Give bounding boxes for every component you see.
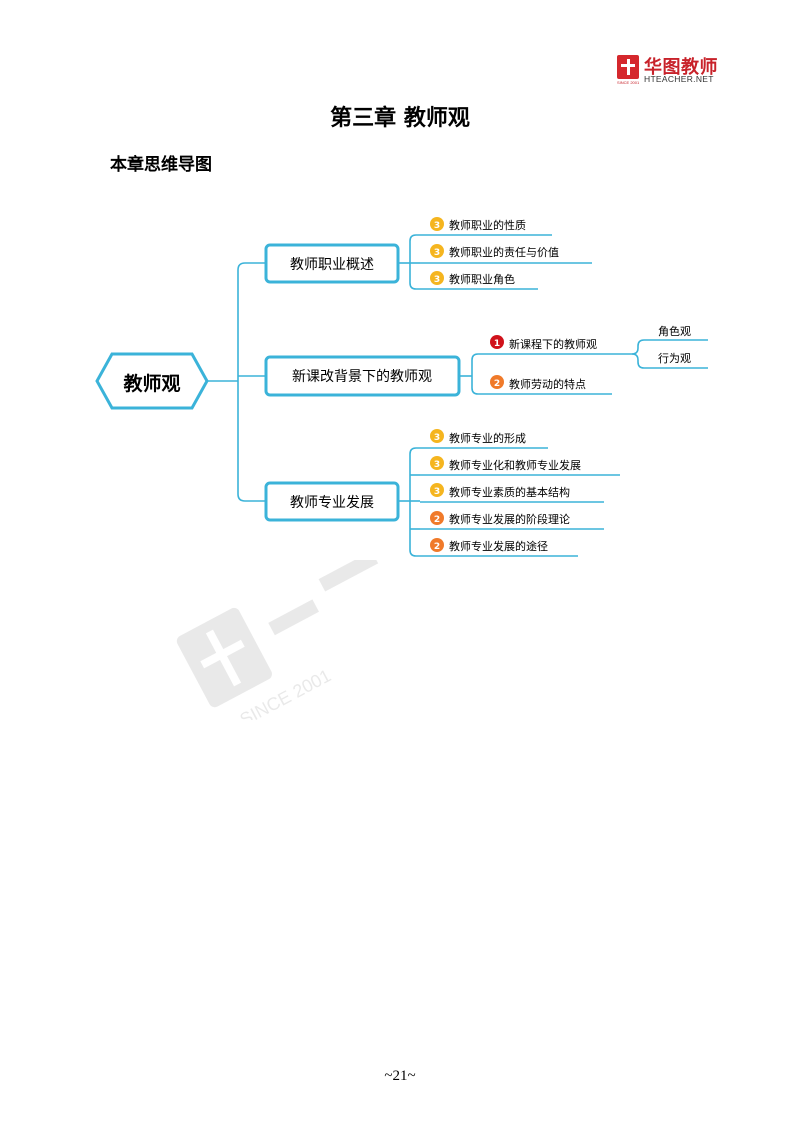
section-title: 本章思维导图	[110, 155, 212, 175]
priority-badge-icon	[430, 217, 444, 231]
leaf-item: 2 教师专业发展的途径	[430, 538, 548, 553]
leaf-label: 教师劳动的特点	[509, 377, 586, 391]
branch-label-3: 教师专业发展	[290, 495, 374, 511]
hteacher-logo: 华图教师 HTEACHER.NET SINCE 2001	[617, 53, 735, 89]
priority-badge-icon	[430, 456, 444, 470]
leaf-item: 3 教师专业的形成	[430, 429, 526, 445]
svg-text:3: 3	[434, 487, 440, 497]
watermark-logo-icon: SINCE 2001	[176, 560, 379, 720]
svg-text:2: 2	[494, 379, 500, 389]
sub-leaf-label: 角色观	[658, 324, 691, 338]
leaf-label: 教师专业化和教师专业发展	[449, 458, 581, 472]
leaf-label: 教师职业角色	[449, 272, 515, 286]
sub-leaf: 行为观	[658, 352, 691, 365]
page-number: ~21~	[384, 1068, 416, 1084]
priority-badge-icon	[430, 271, 444, 285]
branch-label-1: 教师职业概述	[290, 257, 374, 273]
branch-node-3: 教师专业发展	[264, 481, 400, 522]
leaf-item: 3 教师职业的性质	[430, 217, 526, 232]
leaf-label: 新课程下的教师观	[509, 337, 597, 351]
leaf-label: 教师专业素质的基本结构	[449, 485, 570, 499]
branch-node-2: 新课改背景下的教师观	[264, 355, 461, 397]
leaf-item: 3 教师专业素质的基本结构	[430, 483, 570, 499]
svg-text:3: 3	[434, 221, 440, 231]
svg-text:3: 3	[434, 460, 440, 470]
priority-badge-icon	[430, 483, 444, 497]
leaf-label: 教师专业发展的阶段理论	[449, 512, 570, 526]
priority-badge-icon	[430, 429, 444, 443]
logo-brand-text: 华图教师	[644, 57, 718, 78]
leaf-item: 3 教师职业的责任与价值	[430, 244, 559, 259]
leaf-label: 教师专业发展的途径	[449, 539, 548, 553]
sub-leaf-label: 行为观	[658, 352, 691, 365]
logo-url-text: HTEACHER.NET	[644, 74, 714, 84]
leaf-label: 教师职业的性质	[449, 218, 526, 232]
leaf-item: 2 教师专业发展的阶段理论	[430, 511, 570, 526]
logo-mark-icon	[617, 55, 639, 79]
leaf-item: 2 教师劳动的特点	[490, 375, 586, 391]
root-node: 教师观	[95, 352, 209, 410]
svg-text:2: 2	[434, 542, 440, 552]
logo-tagline: SINCE 2001	[617, 80, 640, 85]
leaf-item: 3 教师职业角色	[430, 271, 515, 286]
branch-node-1: 教师职业概述	[264, 243, 400, 284]
svg-text:3: 3	[434, 275, 440, 285]
root-node-label: 教师观	[123, 372, 180, 395]
sub-leaf: 角色观	[658, 324, 691, 338]
svg-text:3: 3	[434, 433, 440, 443]
branch-label-2: 新课改背景下的教师观	[292, 369, 432, 385]
svg-text:1: 1	[494, 339, 500, 349]
priority-badge-icon	[430, 538, 444, 552]
priority-badge-icon	[490, 335, 504, 349]
priority-badge-icon	[490, 375, 504, 389]
svg-text:2: 2	[434, 515, 440, 525]
svg-text:3: 3	[434, 248, 440, 258]
leaf-label: 教师职业的责任与价值	[449, 245, 559, 259]
leaf-item: 1 新课程下的教师观	[490, 335, 597, 351]
priority-badge-icon	[430, 244, 444, 258]
leaf-label: 教师专业的形成	[449, 431, 526, 445]
chapter-title: 第三章 教师观	[330, 105, 470, 131]
leaf-item: 3 教师专业化和教师专业发展	[430, 456, 581, 472]
priority-badge-icon	[430, 511, 444, 525]
